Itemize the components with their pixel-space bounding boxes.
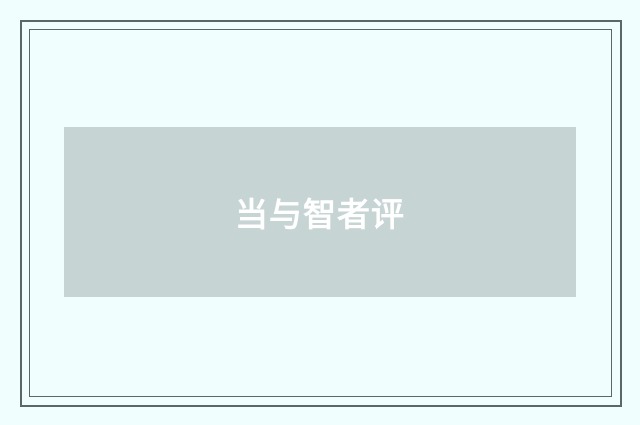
- inner-frame-border: [29, 29, 612, 397]
- outer-frame-border: [20, 20, 622, 407]
- image-placeholder: 当与智者评: [64, 127, 576, 297]
- placeholder-title: 当与智者评: [235, 195, 405, 234]
